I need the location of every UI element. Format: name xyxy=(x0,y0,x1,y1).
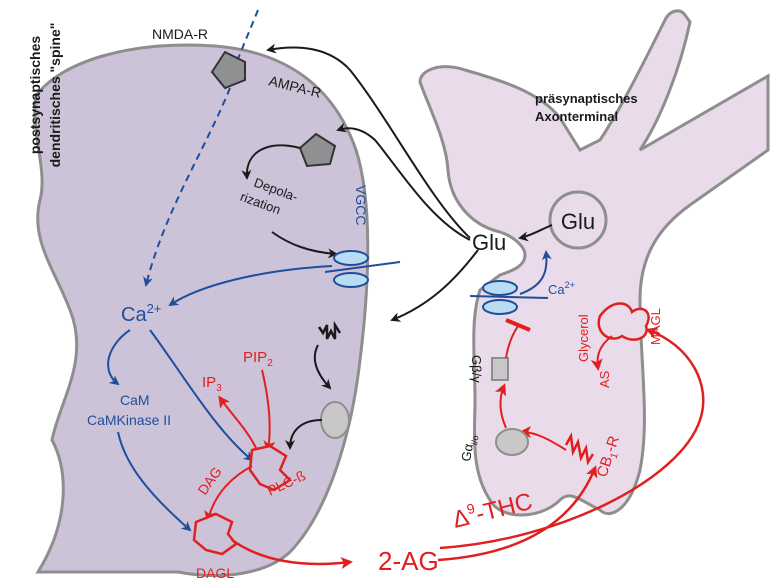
presynaptic-title-line1: präsynaptisches xyxy=(535,91,638,106)
as-label: AS xyxy=(597,370,612,388)
pre-channel-subunit-top xyxy=(482,280,518,296)
nmda-calcium-dashed-path xyxy=(143,87,231,287)
svg-text:dendritisches "spine": dendritisches "spine" xyxy=(47,23,63,168)
nmda-receptor-label: NMDA-R xyxy=(152,26,208,42)
ip3-label: IP3 xyxy=(202,374,222,394)
calcium-to-cam-arrow xyxy=(107,329,131,386)
magl-label: MAGL xyxy=(648,308,663,345)
depolarization-to-vgcc-arrow xyxy=(271,231,338,259)
two-ag-to-magl-arrow xyxy=(439,327,705,550)
glu-to-post-arrow xyxy=(390,249,479,322)
calcium-postsynaptic-label: Ca2+ xyxy=(121,301,161,326)
receptor-to-gprotein-arrow xyxy=(313,344,332,390)
two-ag-label: 2-AG xyxy=(378,546,439,576)
gbeta-gamma-label: Gβ/γ xyxy=(469,355,484,383)
glu-to-ampa-arrow xyxy=(336,122,471,241)
glu-to-nmda-arrow xyxy=(266,43,471,239)
vgcc-label: VGCC xyxy=(353,185,369,225)
vgcc-subunit-top xyxy=(333,250,369,266)
gbg-inhibit-line xyxy=(505,325,519,359)
cb1-receptor-coil xyxy=(564,432,595,466)
gbg-inhibit-bar xyxy=(505,318,531,332)
galpha-to-gbg-arrow xyxy=(494,383,507,429)
pip2-label: PIP2 xyxy=(243,349,273,369)
glu-vesicle-label: Glu xyxy=(561,209,595,234)
postsynaptic-gprotein xyxy=(320,401,350,439)
plc-enzyme-shape xyxy=(248,444,292,492)
gprotein-to-plc-arrow xyxy=(285,419,323,450)
postsynaptic-title: postsynaptisches dendritisches "spine" xyxy=(27,23,63,168)
plc-to-ip3-arrow xyxy=(218,395,259,453)
svg-text:postsynaptisches: postsynaptisches xyxy=(27,36,43,154)
gbeta-gamma-protein xyxy=(491,357,509,381)
two-ag-to-cb1-arrow xyxy=(437,465,598,562)
ampa-receptor-shape xyxy=(298,132,337,168)
cam-label: CaM xyxy=(120,392,150,408)
pre-calcium-to-vesicle-arrow xyxy=(519,250,552,295)
glutamate-vesicle xyxy=(548,190,608,250)
dagl-to-2ag-arrow xyxy=(231,538,353,570)
magl-enzyme-shape xyxy=(597,302,650,341)
calcium-presynaptic-label: Ca2+ xyxy=(548,280,575,297)
galpha-io-label: Gαi/o xyxy=(458,433,480,463)
calcium-to-plc-arrow xyxy=(149,329,254,462)
cb1-to-galpha-arrow xyxy=(519,426,567,451)
glycerol-label: Glycerol xyxy=(576,314,591,362)
vgcc-subunit-bottom xyxy=(333,272,369,288)
postsynaptic-receptor-coil xyxy=(317,320,342,340)
vesicle-release-arrow xyxy=(518,224,553,242)
presynaptic-terminal xyxy=(418,9,770,517)
pre-channel-membrane xyxy=(469,295,549,299)
galpha-io-protein xyxy=(495,428,529,456)
postsynaptic-spine xyxy=(33,43,370,577)
plc-to-dag-arrow xyxy=(204,465,253,523)
nmda-receptor-shape xyxy=(210,50,246,90)
dagl-label: DAGL xyxy=(196,565,234,581)
magl-to-products-arrow xyxy=(590,335,613,371)
ampa-depolarization-arrow xyxy=(241,144,301,180)
camkinase-to-dagl-arrow xyxy=(117,431,192,532)
camkinase-label: CaMKinase II xyxy=(87,412,171,428)
cb1-receptor-label: CB1-R xyxy=(594,434,626,481)
pre-channel-subunit-bottom xyxy=(482,299,518,315)
presynaptic-title-line2: Axonterminal xyxy=(535,109,618,124)
nmda-dashed-line-top xyxy=(234,9,259,67)
pip2-to-plc-arrow xyxy=(261,369,276,453)
vgcc-to-calcium-arrow xyxy=(168,265,333,307)
glu-cleft-label: Glu xyxy=(472,230,506,255)
vgcc-membrane-line xyxy=(324,261,401,273)
